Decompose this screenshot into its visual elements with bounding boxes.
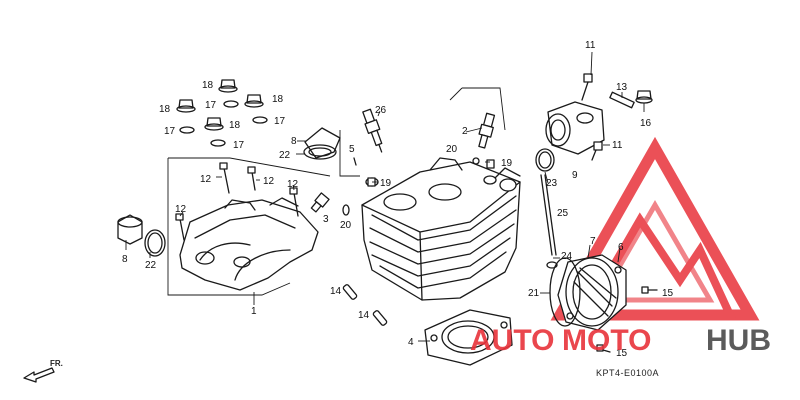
watermark-hub: HUB	[706, 324, 771, 357]
callout-14b: 14	[358, 310, 370, 321]
callout-17c: 17	[274, 116, 286, 127]
callout-26: 26	[375, 105, 387, 116]
callout-15b: 15	[616, 348, 628, 359]
callout-23: 23	[546, 178, 558, 189]
callout-12b: 12	[263, 176, 275, 187]
front-direction-arrow: FR.	[23, 359, 63, 383]
callout-16: 16	[640, 118, 652, 129]
stud-bolt	[540, 174, 558, 269]
callout-18c: 18	[272, 94, 284, 105]
callout-24: 24	[561, 251, 573, 262]
callout-22b: 22	[145, 260, 157, 271]
spark-plugs	[362, 108, 496, 153]
callout-19a: 19	[501, 158, 513, 169]
cap-oring-left	[117, 214, 166, 257]
callout-12c: 12	[287, 179, 299, 190]
callout-1: 1	[251, 306, 257, 317]
callout-18d: 18	[229, 120, 241, 131]
callout-18a: 18	[202, 80, 214, 91]
callout-8b: 8	[122, 254, 128, 265]
watermark-text: AUTO MOTO HUB	[470, 324, 771, 357]
callout-7: 7	[590, 236, 596, 247]
callout-5: 5	[349, 144, 355, 155]
cylinder-head-cover	[179, 197, 319, 291]
callout-20a: 20	[446, 144, 458, 155]
intake-manifold	[535, 73, 653, 172]
callout-25: 25	[557, 208, 569, 219]
watermark-moto: MOTO	[562, 324, 651, 357]
callout-17d: 17	[233, 140, 245, 151]
cylinder-head	[361, 157, 521, 301]
callout-4: 4	[408, 337, 414, 348]
callout-12d: 12	[175, 204, 187, 215]
callout-20b: 20	[340, 220, 352, 231]
diagram-code: KPT4-E0100A	[596, 368, 659, 378]
dowel-pins	[342, 284, 388, 326]
callout-11a: 11	[585, 40, 596, 51]
group-outline	[167, 87, 506, 305]
callout-3: 3	[323, 214, 329, 225]
callout-15a: 15	[662, 288, 674, 299]
front-label: FR.	[50, 359, 63, 368]
callout-12a: 12	[200, 174, 212, 185]
callout-19b: 19	[380, 178, 392, 189]
watermark-logo	[550, 136, 760, 321]
callout-22a: 22	[279, 150, 291, 161]
callout-13: 13	[616, 82, 628, 93]
side-cover	[549, 254, 658, 353]
callout-8a: 8	[291, 136, 297, 147]
callout-11b: 11	[612, 140, 623, 151]
callout-18b: 18	[159, 104, 171, 115]
watermark-auto: AUTO	[470, 324, 554, 357]
callout-6: 6	[618, 242, 624, 253]
leader-lines	[125, 51, 645, 342]
head-gasket	[424, 309, 513, 366]
callout-labels: 11 13 16 11 9 23 25 7 6 24 21 15 15 4 14…	[122, 40, 674, 359]
callout-14a: 14	[330, 286, 342, 297]
intake-pipe-small	[303, 127, 341, 160]
callout-17a: 17	[205, 100, 217, 111]
callout-17b: 17	[164, 126, 176, 137]
callout-21: 21	[528, 288, 540, 299]
callout-2: 2	[462, 126, 468, 137]
callout-9: 9	[572, 170, 578, 181]
bolts-washers	[175, 79, 299, 241]
